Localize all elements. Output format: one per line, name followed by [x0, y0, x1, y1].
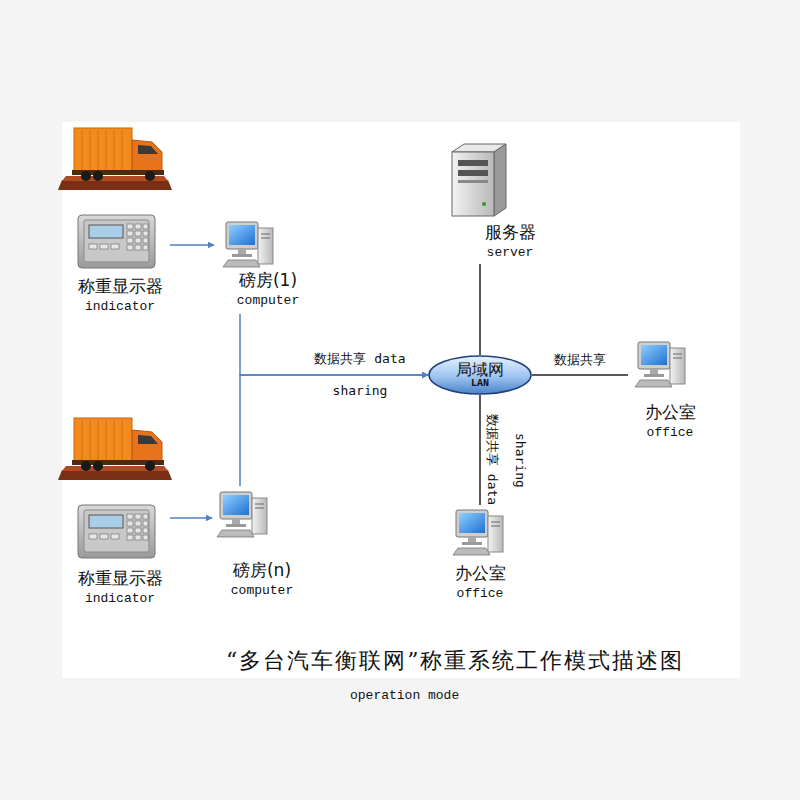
truck-scale-illustration — [58, 128, 172, 190]
office-node: 办公室office — [628, 336, 712, 446]
node-sublabel: office — [438, 584, 522, 604]
node-sublabel: computer — [212, 581, 312, 601]
indicator-node: 称重显示器indicator — [70, 502, 170, 620]
node-label: 局域网 — [456, 361, 504, 379]
office-node: 办公室office — [438, 505, 522, 615]
panel-background — [62, 122, 740, 678]
node-label: 称重显示器 — [70, 276, 170, 297]
node-sublabel: server — [450, 243, 570, 263]
computer-icon — [223, 222, 273, 267]
node-label: 服务器 — [450, 222, 570, 243]
computer-icon — [453, 510, 503, 555]
edge-label: 数据共享 — [550, 350, 610, 370]
truck-scale-illustration — [58, 418, 172, 480]
connector-line — [532, 374, 628, 376]
computer-icon — [635, 342, 685, 387]
lan-ellipse: 局域网LAN — [428, 355, 532, 395]
server-node: 服务器server — [450, 142, 570, 264]
node-label: 磅房(n) — [212, 560, 312, 581]
connector-line — [479, 264, 481, 355]
node-label: 办公室 — [628, 402, 712, 423]
computer-node: 磅房(n)computer — [212, 486, 312, 596]
node-label: 称重显示器 — [70, 568, 170, 589]
diagram-caption: operation mode — [350, 688, 459, 703]
diagram-title: “多台汽车衡联网”称重系统工作模式描述图 — [226, 646, 685, 676]
node-sublabel: indicator — [70, 297, 170, 317]
node-sublabel: LAN — [471, 379, 489, 389]
node-sublabel: office — [628, 423, 712, 443]
connector-line — [170, 517, 212, 519]
node-label: 办公室 — [438, 563, 522, 584]
lan-ellipse-outline — [429, 356, 531, 394]
node-label: 磅房(1) — [214, 270, 322, 291]
connector-line — [479, 395, 481, 505]
indicator-icon — [78, 505, 155, 558]
edge-label: 数据共享 data sharing — [478, 405, 534, 515]
connector-line — [170, 244, 214, 246]
edge-label: 数据共享 data sharing — [300, 343, 420, 407]
indicator-node: 称重显示器indicator — [70, 212, 170, 328]
indicator-icon — [78, 215, 155, 268]
node-sublabel: indicator — [70, 589, 170, 609]
computer-icon — [217, 492, 267, 537]
server-icon — [452, 144, 506, 216]
node-sublabel: computer — [214, 291, 322, 311]
computer-node: 磅房(1)computer — [214, 218, 322, 314]
